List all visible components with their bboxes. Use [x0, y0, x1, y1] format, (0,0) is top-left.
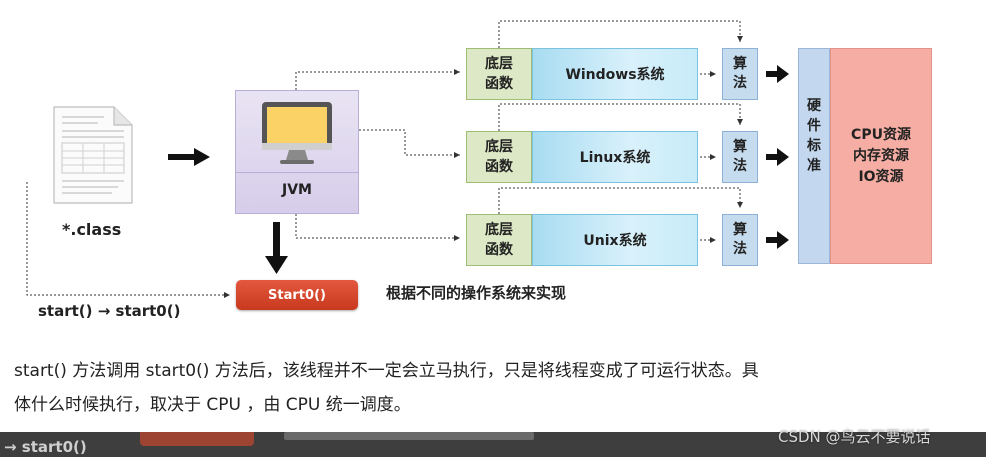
caption-text: start() 方法调用 start0() 方法后，该线程并不一定会立马执行，只… [14, 354, 964, 422]
unix-os-box: Unix系统 [532, 214, 698, 266]
partial-text-smear [284, 432, 534, 440]
start-flow-label: start() → start0() [38, 302, 181, 320]
jvm-label: JVM [282, 182, 312, 198]
algo-label-line1: 算 [733, 139, 747, 155]
algo-label-line2: 法 [733, 75, 747, 91]
jvm-to-start0-arrow [265, 222, 288, 274]
windows-loop-line [498, 20, 743, 48]
start0-button[interactable]: Start0() [236, 280, 358, 310]
algo-label-line2: 法 [733, 241, 747, 257]
linux-to-hardware-arrow [766, 148, 789, 166]
windows-to-hardware-arrow [766, 65, 789, 83]
windows-algo-box: 算法 [722, 48, 758, 100]
monitor-icon [262, 102, 332, 164]
algo-label-line1: 算 [733, 222, 747, 238]
hardware-char: 准 [807, 158, 821, 174]
layer-label-line1: 底层 [485, 139, 513, 155]
layer-label-line1: 底层 [485, 222, 513, 238]
hardware-char: 件 [807, 118, 821, 134]
jvm-divider [235, 172, 359, 173]
layer-label-line2: 函数 [485, 242, 513, 258]
linux-os-box: Linux系统 [532, 131, 698, 183]
algo-label-line1: 算 [733, 56, 747, 72]
jvm-to-unix-line [295, 214, 460, 241]
partial-start-label: → start0() [4, 438, 87, 456]
algo-label-line2: 法 [733, 158, 747, 174]
layer-label-line1: 底层 [485, 56, 513, 72]
watermark: CSDN @鸟云不要说话 [778, 428, 931, 446]
unix-to-hardware-arrow [766, 231, 789, 249]
linux-algo-box: 算法 [722, 131, 758, 183]
class-to-jvm-arrow [168, 148, 210, 166]
partial-start0-button [140, 432, 254, 446]
unix-layer-box: 底层函数 [466, 214, 532, 266]
layer-label-line2: 函数 [485, 159, 513, 175]
linux-layer-box: 底层函数 [466, 131, 532, 183]
unix-loop-line [498, 187, 743, 214]
resource-io: IO资源 [858, 169, 904, 185]
layer-label-line2: 函数 [485, 76, 513, 92]
windows-os-box: Windows系统 [532, 48, 698, 100]
resource-cpu: CPU资源 [851, 127, 911, 143]
linux-loop-line [498, 103, 743, 131]
jvm-to-windows-line [295, 69, 460, 90]
connector-lines [26, 20, 789, 298]
implementation-note: 根据不同的操作系统来实现 [386, 284, 567, 302]
hardware-standard-box: 硬 件 标 准 [798, 48, 830, 264]
resource-memory: 内存资源 [853, 148, 909, 164]
class-file-label: *.class [62, 220, 122, 239]
windows-layer-box: 底层函数 [466, 48, 532, 100]
jvm-to-linux-line [359, 129, 460, 158]
resources-box: CPU资源 内存资源 IO资源 [830, 48, 932, 264]
caption-line-1: start() 方法调用 start0() 方法后，该线程并不一定会立马执行，只… [14, 361, 759, 381]
class-to-start0-line [26, 182, 230, 298]
hardware-char: 标 [807, 138, 821, 154]
hardware-char: 硬 [807, 98, 821, 114]
unix-algo-box: 算法 [722, 214, 758, 266]
class-file-icon [53, 106, 133, 204]
caption-line-2: 体什么时候执行，取决于 CPU ，由 CPU 统一调度。 [14, 395, 411, 415]
